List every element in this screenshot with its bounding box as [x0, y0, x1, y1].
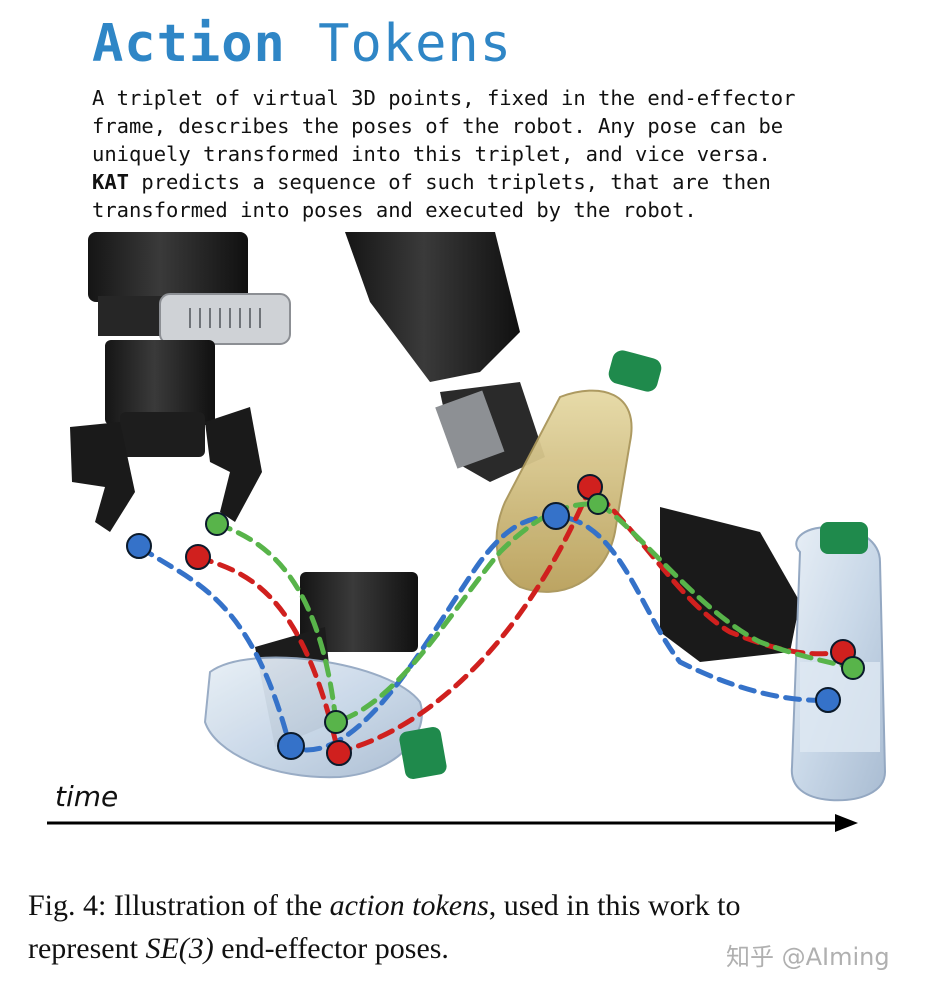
caption-line: Fig. 4: Illustration of the action token… — [28, 884, 903, 927]
red-token — [185, 544, 211, 570]
blue-token — [542, 502, 570, 530]
caption-line2-end: end-effector poses. — [213, 932, 449, 965]
robot-arm-3 — [345, 232, 662, 593]
figure-title: Action Tokens — [92, 14, 512, 74]
description-line: frame, describes the poses of the robot.… — [92, 114, 784, 138]
time-arrow — [47, 814, 858, 832]
blue-token — [277, 732, 305, 760]
description-line: KAT predicts a sequence of such triplets… — [92, 168, 912, 196]
description-line: transformed into poses and executed by t… — [92, 198, 697, 222]
caption-math: SE(3) — [145, 932, 214, 965]
caption-line2-start: represent — [28, 932, 146, 965]
title-light: Tokens — [318, 14, 512, 74]
time-axis-label: time — [55, 780, 119, 813]
robot-arm-2 — [203, 572, 447, 780]
robot-illustration — [47, 232, 887, 832]
trajectories — [137, 482, 856, 756]
robot-figure — [0, 232, 928, 852]
robot-arm-1 — [70, 232, 291, 532]
blue-trajectory — [137, 513, 831, 753]
title-strong: Action — [92, 14, 286, 74]
caption-middle: , used in this work to — [488, 889, 741, 922]
description-line: uniquely transformed into this triplet, … — [92, 142, 771, 166]
figure-description: A triplet of virtual 3D points, fixed in… — [92, 84, 912, 224]
caption-italic: action tokens — [329, 889, 489, 922]
token-points — [126, 474, 865, 766]
figure-caption: Fig. 4: Illustration of the action token… — [28, 884, 903, 970]
green-token — [205, 512, 229, 536]
watermark: 知乎 @AIming — [726, 943, 890, 971]
green-token — [324, 710, 348, 734]
green-token — [587, 493, 609, 515]
red-token — [326, 740, 352, 766]
caption-line: represent SE(3) end-effector poses. — [28, 927, 903, 970]
red-trajectory — [195, 482, 845, 756]
green-trajectory — [214, 501, 856, 726]
green-token — [841, 656, 865, 680]
caption-prefix: Fig. 4: Illustration of the — [28, 889, 330, 922]
description-line-rest: predicts a sequence of such triplets, th… — [129, 170, 771, 194]
blue-token — [126, 533, 152, 559]
description-line: A triplet of virtual 3D points, fixed in… — [92, 86, 796, 110]
kat-keyword: KAT — [92, 170, 130, 194]
blue-token — [815, 687, 841, 713]
